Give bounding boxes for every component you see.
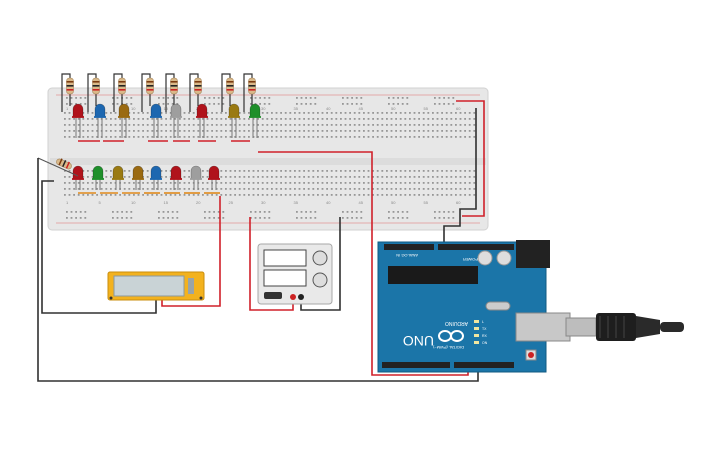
meter-positive-terminal bbox=[290, 294, 296, 300]
resistor bbox=[243, 73, 256, 112]
status-led-label: TX bbox=[482, 327, 487, 331]
wire-black-gnd bbox=[443, 108, 477, 242]
reset-button[interactable] bbox=[528, 352, 534, 358]
led bbox=[170, 103, 182, 138]
wire-red-lcd bbox=[161, 196, 221, 307]
usb-port bbox=[515, 312, 571, 342]
led bbox=[72, 103, 84, 138]
status-led-label: RX bbox=[482, 334, 488, 338]
column-number-bottom: 35 bbox=[294, 200, 299, 205]
infinity-logo-icon bbox=[438, 330, 464, 342]
analog-header bbox=[384, 244, 434, 250]
column-number-bottom: 40 bbox=[326, 200, 331, 205]
column-number-top: 1 bbox=[66, 106, 69, 111]
column-number-top: 40 bbox=[326, 106, 331, 111]
column-number-bottom: 25 bbox=[229, 200, 234, 205]
led bbox=[170, 165, 182, 190]
dual-meter bbox=[257, 243, 333, 305]
led bbox=[228, 103, 240, 138]
wire-black-lcd bbox=[41, 180, 157, 314]
arduino-status-leds: L TX RX ON bbox=[474, 320, 488, 345]
led bbox=[150, 165, 162, 190]
status-led bbox=[474, 334, 479, 337]
breadboard-column-numbers: 1155101015152020252530303535404045455050… bbox=[66, 106, 461, 205]
arduino-brand: ARDUINO bbox=[445, 320, 468, 326]
column-number-bottom: 60 bbox=[456, 200, 461, 205]
led bbox=[72, 165, 84, 190]
led bbox=[92, 165, 104, 190]
resistor bbox=[113, 73, 126, 112]
arduino-model: UNO bbox=[403, 333, 434, 349]
led bbox=[118, 103, 130, 138]
dc-jack bbox=[516, 240, 550, 268]
column-number-bottom: 1 bbox=[66, 200, 69, 205]
digital-header-high bbox=[454, 362, 514, 368]
top-led-row bbox=[72, 103, 261, 138]
breadboard-center-gap bbox=[50, 158, 486, 165]
column-number-bottom: 30 bbox=[261, 200, 266, 205]
resistor bbox=[165, 73, 178, 112]
column-number-bottom: 50 bbox=[391, 200, 396, 205]
led bbox=[190, 165, 202, 190]
column-number-top: 55 bbox=[424, 106, 429, 111]
status-led bbox=[474, 327, 479, 330]
resistor bbox=[189, 73, 202, 112]
resistor-array bbox=[61, 73, 256, 112]
column-number-bottom: 15 bbox=[164, 200, 169, 205]
column-number-bottom: 10 bbox=[131, 200, 136, 205]
column-number-bottom: 55 bbox=[424, 200, 429, 205]
status-led bbox=[474, 320, 479, 323]
analog-label: ANALOG IN bbox=[396, 253, 418, 258]
resistor bbox=[141, 73, 154, 112]
led bbox=[249, 103, 261, 138]
wire-red-digital bbox=[258, 151, 469, 376]
digital-label: DIGITAL (PWM~) bbox=[432, 345, 464, 350]
meter-switch[interactable] bbox=[264, 292, 282, 299]
led bbox=[112, 165, 124, 190]
arduino-uno-board: UNO ARDUINO DIGITAL (PWM~) ANALOG IN POW… bbox=[377, 240, 571, 373]
led bbox=[132, 165, 144, 190]
bottom-led-row bbox=[72, 165, 220, 190]
meter-knob-1[interactable] bbox=[312, 250, 328, 266]
column-number-bottom: 45 bbox=[359, 200, 364, 205]
resistor bbox=[87, 73, 100, 112]
power-label: POWER bbox=[463, 257, 478, 262]
wire-red-rail-loop bbox=[456, 100, 485, 217]
column-number-top: 60 bbox=[456, 106, 461, 111]
led bbox=[94, 103, 106, 138]
meter-display-1 bbox=[263, 249, 307, 267]
column-number-top: 50 bbox=[391, 106, 396, 111]
resistor bbox=[61, 73, 74, 112]
column-number-top: 30 bbox=[261, 106, 266, 111]
digital-header-low bbox=[382, 362, 450, 368]
led bbox=[208, 165, 220, 190]
column-number-top: 45 bbox=[359, 106, 364, 111]
column-number-bottom: 5 bbox=[99, 200, 102, 205]
power-header bbox=[438, 244, 514, 250]
column-number-bottom: 20 bbox=[196, 200, 201, 205]
column-number-top: 35 bbox=[294, 106, 299, 111]
crystal bbox=[485, 301, 511, 311]
atmega-chip bbox=[388, 266, 478, 284]
meter-knob-2[interactable] bbox=[312, 272, 328, 288]
status-led-label: L bbox=[482, 320, 484, 324]
left-resistor bbox=[37, 157, 79, 177]
column-number-top: 10 bbox=[131, 106, 136, 111]
status-led-label: ON bbox=[482, 341, 488, 345]
led bbox=[196, 103, 208, 138]
meter-negative-terminal bbox=[298, 294, 304, 300]
meter-display-2 bbox=[263, 269, 307, 287]
usb-cable-icon bbox=[565, 313, 684, 341]
status-led bbox=[474, 341, 479, 344]
lcd-display bbox=[107, 271, 205, 301]
lcd-screen bbox=[113, 275, 185, 297]
led bbox=[150, 103, 162, 138]
resistor bbox=[221, 73, 234, 112]
wire-black-long bbox=[37, 158, 479, 382]
